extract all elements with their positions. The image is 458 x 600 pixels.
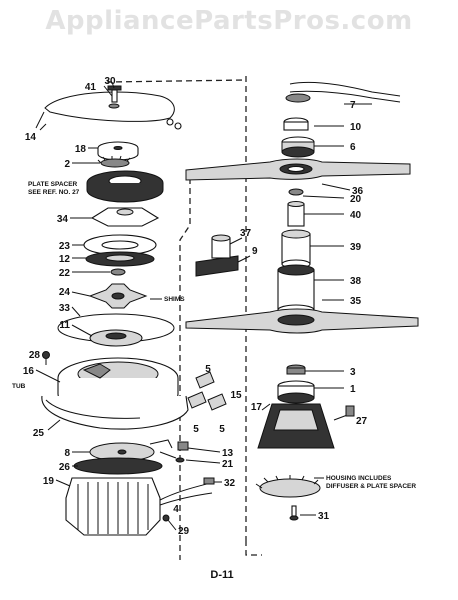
callout-40: 40: [350, 210, 362, 221]
note-housing-2: DIFFUSER & PLATE SPACER: [326, 483, 416, 490]
callout-21: 21: [222, 459, 234, 470]
callout-5c: 5: [219, 424, 225, 435]
note-housing-1: HOUSING INCLUDES: [326, 475, 392, 482]
part-28-screw: [42, 351, 50, 365]
part-24-impeller: [88, 283, 162, 309]
part-3-nut: [286, 364, 306, 375]
callout-36: 36: [352, 186, 364, 197]
callout-4: 4: [173, 504, 179, 515]
callout-6: 6: [350, 142, 356, 153]
part-25-tub: [41, 395, 189, 430]
part-34-diffuser: [90, 207, 160, 227]
callout-5a: 5: [205, 364, 211, 375]
note-tub: TUB: [12, 383, 26, 390]
callout-17: 17: [251, 402, 263, 413]
callout-26: 26: [59, 462, 71, 473]
callout-37: 37: [240, 228, 252, 239]
callout-13: 13: [222, 448, 234, 459]
callout-9: 9: [252, 246, 258, 257]
part-17-housing: [257, 403, 355, 449]
callout-12: 12: [59, 254, 71, 265]
callout-35: 35: [350, 296, 362, 307]
part-40-stem: [287, 201, 305, 227]
callout-29: 29: [178, 526, 190, 537]
callout-38: 38: [350, 276, 362, 287]
page-label: D-11: [210, 569, 233, 581]
callout-11: 11: [59, 320, 70, 331]
part-20-cap: [288, 188, 304, 196]
callout-41: 41: [85, 82, 97, 93]
callout-25: 25: [33, 428, 45, 439]
callout-23: 23: [59, 241, 71, 252]
callout-33: 33: [59, 303, 71, 314]
callout-20: 20: [350, 194, 362, 205]
part-18-cap: [97, 141, 139, 161]
callout-28: 28: [29, 350, 41, 361]
callout-3: 3: [350, 367, 356, 378]
note-plate-spacer-2: SEE REF. NO. 27: [28, 189, 80, 196]
part-11-seal: [89, 329, 143, 347]
callout-30: 30: [104, 76, 116, 87]
plate-spacer: [86, 170, 164, 203]
callout-19: 19: [43, 476, 55, 487]
boundary-inner: [179, 178, 191, 560]
callout-10: 10: [350, 122, 362, 133]
callout-16: 16: [23, 366, 35, 377]
callout-27: 27: [356, 416, 368, 427]
part-30-bolt: [107, 85, 122, 109]
callout-1: 1: [350, 384, 356, 395]
callout-22: 22: [59, 268, 71, 279]
part-5-clamps: [187, 371, 227, 411]
callout-15: 15: [230, 390, 242, 401]
part-23-ring: [83, 234, 157, 256]
callout-32: 32: [224, 478, 236, 489]
part-37-9-bracket: [195, 234, 239, 277]
leader-lines: [35, 81, 372, 531]
callout-24: 24: [59, 287, 71, 298]
part-1-hub: [277, 380, 315, 404]
part-38-tube: [277, 264, 315, 316]
part-6-collar: [281, 136, 315, 158]
part-39-sleeve: [281, 229, 311, 269]
part-2-gear: [97, 155, 131, 168]
part-31-screw: [289, 505, 299, 521]
part-36-upper-spray-arm: [185, 158, 411, 181]
part-14-wire-arm: [35, 91, 182, 130]
part-12-plate: [85, 251, 155, 267]
part-10-nut: [283, 117, 309, 131]
callout-5b: 5: [193, 424, 199, 435]
callout-39: 39: [350, 242, 362, 253]
part-7-tube: [285, 81, 401, 103]
diffuser-plate-spacer: [255, 475, 321, 498]
boundary-bottom: [245, 540, 262, 556]
boundary-right: [107, 79, 247, 83]
note-shims: SHIMS: [164, 296, 185, 303]
callout-8: 8: [64, 448, 70, 459]
callout-34: 34: [57, 214, 69, 225]
note-plate-spacer-1: PLATE SPACER: [28, 181, 78, 188]
callout-7: 7: [350, 100, 356, 111]
callout-2: 2: [64, 159, 70, 170]
part-22-washer: [110, 268, 126, 276]
watermark: AppliancePartsPros.com: [45, 6, 413, 36]
part-13-21-hardware: [175, 441, 189, 463]
callout-31: 31: [318, 511, 330, 522]
callout-18: 18: [75, 144, 87, 155]
part-19-motor: [65, 477, 215, 536]
callout-14: 14: [25, 132, 37, 143]
part-35-lower-spray-arm: [185, 308, 419, 334]
part-29-screw: [162, 514, 170, 522]
